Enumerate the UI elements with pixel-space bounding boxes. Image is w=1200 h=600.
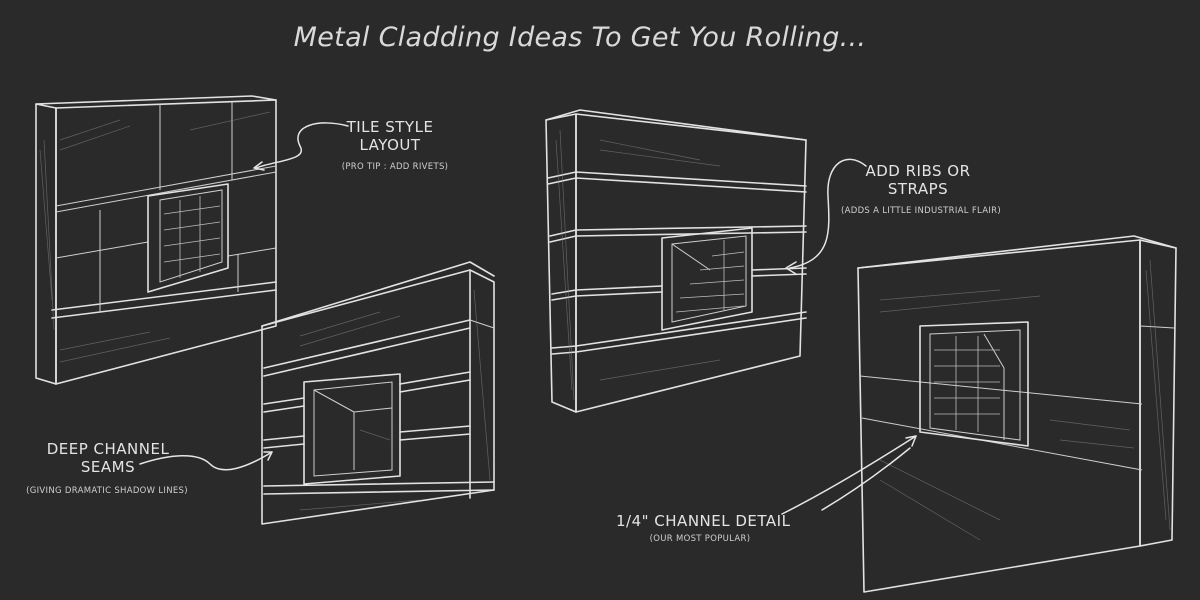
fireplace-channel-detail — [857, 235, 1177, 593]
ribs-straps-label-line1: ADD RIBS OR — [865, 162, 971, 180]
channel-detail-note: (OUR MOST POPULAR) — [649, 534, 751, 544]
channel-seams-label: DEEP CHANNEL SEAMS — [36, 440, 180, 476]
ribs-straps-label-line2: STRAPS — [887, 180, 949, 198]
arrow-ribs-straps — [785, 158, 867, 275]
arrow-channel-seams — [139, 451, 273, 471]
channel-seams-note: (GIVING DRAMATIC SHADOW LINES) — [26, 486, 188, 496]
tile-style-note: (PRO TIP : ADD RIVETS) — [341, 162, 449, 172]
tile-style-label-line1: TILE STYLE — [346, 118, 434, 136]
fireplace-deep-channel — [261, 261, 495, 525]
channel-detail-label: 1/4" CHANNEL DETAIL — [616, 512, 791, 530]
tile-style-label: TILE STYLE LAYOUT — [330, 118, 450, 154]
channel-seams-label-line2: SEAMS — [80, 458, 136, 476]
arrow-tile-style — [253, 122, 349, 171]
fireplace-ribs-straps — [545, 109, 807, 413]
ribs-straps-note: (ADDS A LITTLE INDUSTRIAL FLAIR) — [841, 206, 1001, 216]
tile-style-label-line2: LAYOUT — [359, 136, 421, 154]
channel-seams-label-line1: DEEP CHANNEL — [46, 440, 170, 458]
fireplace-tile-style — [35, 95, 277, 385]
arrow-channel-detail — [781, 435, 917, 515]
ribs-straps-label: ADD RIBS OR STRAPS — [858, 162, 978, 198]
page-title: Metal Cladding Ideas To Get You Rolling.… — [293, 22, 867, 53]
